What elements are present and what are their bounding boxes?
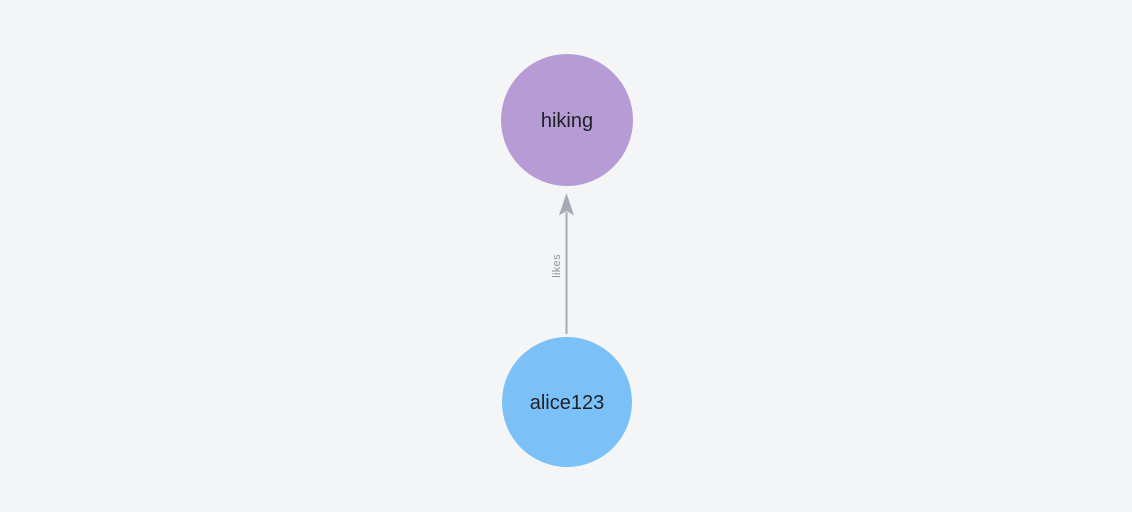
node-label-alice123: alice123 bbox=[530, 392, 605, 414]
node-circle-hiking[interactable] bbox=[501, 54, 633, 186]
node-circle-alice123[interactable] bbox=[502, 337, 632, 467]
node-label-hiking: hiking bbox=[541, 110, 593, 132]
graph-node-hiking[interactable]: hiking bbox=[501, 54, 633, 186]
graph-node-alice123[interactable]: alice123 bbox=[502, 337, 632, 467]
edge-arrowhead bbox=[559, 193, 574, 216]
graph-edge-likes[interactable]: likes bbox=[551, 193, 574, 334]
edge-label: likes bbox=[551, 254, 563, 278]
